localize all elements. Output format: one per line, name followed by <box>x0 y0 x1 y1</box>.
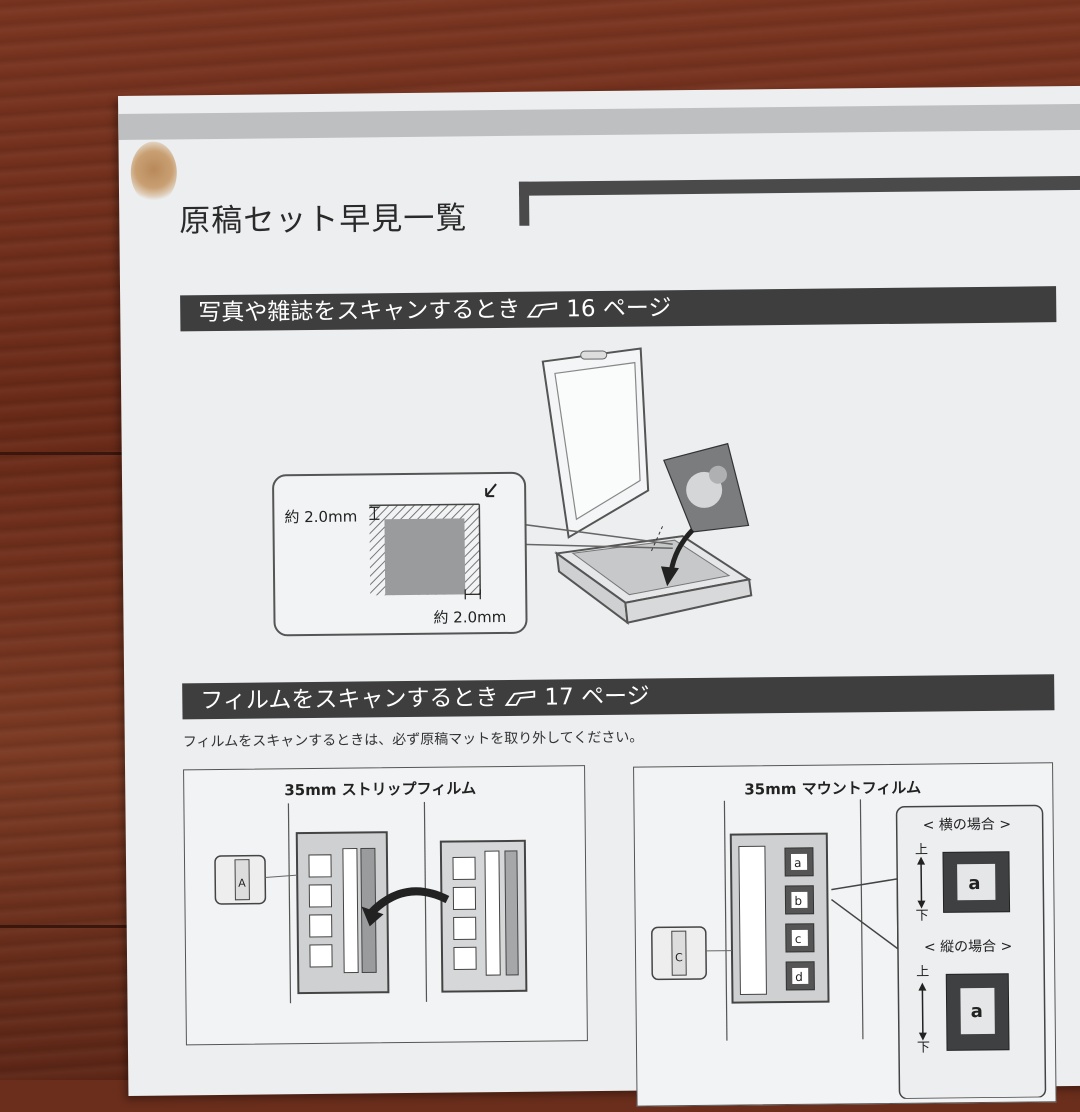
margin-detail-box: 約 2.0mm 約 2.0mm <box>272 472 528 637</box>
section-photo-header: 写真や雑誌をスキャンするとき 16 ページ <box>180 286 1056 331</box>
mount-frame-label: d <box>795 970 803 984</box>
pointing-hand-icon <box>504 688 538 708</box>
title-rule <box>519 176 1080 196</box>
manual-page: 原稿セット早見一覧 写真や雑誌をスキャンするとき 16 ページ <box>118 86 1080 1096</box>
mount-frame-label: b <box>794 894 802 908</box>
portrait-down-label: 下 <box>917 1037 930 1056</box>
margin-side-label: 約 2.0mm <box>433 606 506 628</box>
header-band <box>118 104 1080 140</box>
strip-film-diagram: A <box>184 800 584 1044</box>
landscape-down-label: 下 <box>916 905 929 924</box>
portrait-sample-letter: a <box>971 1001 983 1022</box>
strip-film-panel: 35mm ストリップフィルム A <box>183 765 588 1045</box>
pointing-hand-icon <box>526 299 560 319</box>
mount-film-title: 35mm マウントフィルム <box>744 777 921 800</box>
mount-frame-label: c <box>795 932 802 946</box>
section-photo-title: 写真や雑誌をスキャンするとき <box>198 292 520 331</box>
landscape-up-label: 上 <box>915 839 928 858</box>
zoom-callout-lines <box>502 490 683 572</box>
strip-marker-label: A <box>238 877 246 890</box>
section-photo-page-ref: 16 ページ <box>566 290 671 327</box>
film-note: フィルムをスキャンするときは、必ず原稿マットを取り外してください。 <box>183 727 644 752</box>
mount-film-panel: 35mm マウントフィルム a b c d C <box>633 762 1057 1106</box>
strip-film-title: 35mm ストリップフィルム <box>284 777 476 800</box>
wood-seam <box>0 452 130 455</box>
section-film-page-ref: 17 ページ <box>544 678 649 715</box>
mount-frame-label: a <box>794 856 802 870</box>
mount-marker-label: C <box>675 951 683 964</box>
title-rule-tick <box>519 182 529 226</box>
page-title: 原稿セット早見一覧 <box>179 192 467 240</box>
portrait-up-label: 上 <box>916 961 929 980</box>
section-film-header: フィルムをスキャンするとき 17 ページ <box>182 674 1054 719</box>
portrait-label: < 縦の場合 > <box>924 936 1013 957</box>
wood-seam <box>0 925 130 928</box>
landscape-sample-letter: a <box>968 873 980 894</box>
paper-stain <box>130 141 177 203</box>
margin-top-label: 約 2.0mm <box>284 506 357 528</box>
section-film-title: フィルムをスキャンするとき <box>200 680 498 719</box>
landscape-label: < 横の場合 > <box>923 814 1012 835</box>
